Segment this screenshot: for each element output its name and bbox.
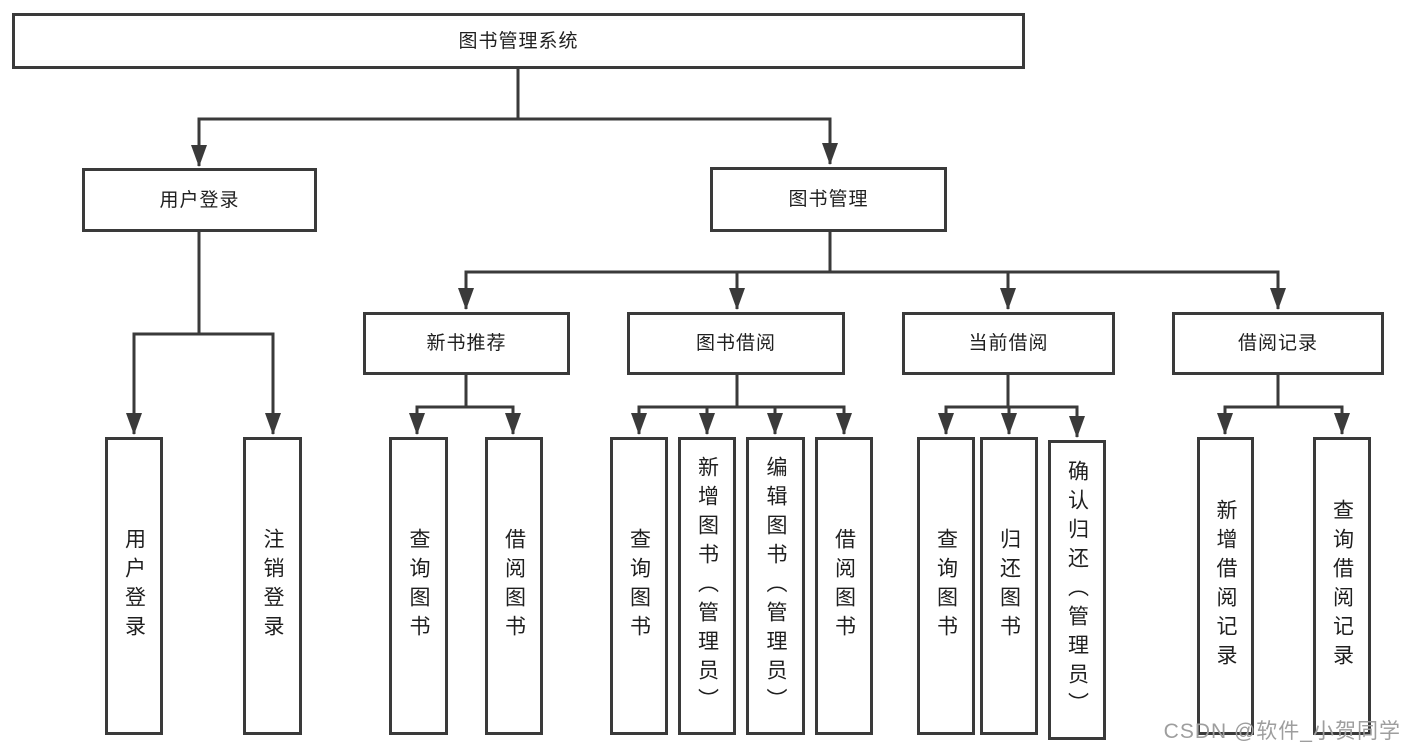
node-label: 当前借阅 <box>968 333 1049 354</box>
leaf-borrow-books-2: 借阅图书 <box>815 437 873 735</box>
leaf-query-books-1: 查询图书 <box>389 437 448 735</box>
node-label: 借阅图书 <box>832 528 856 644</box>
node-label: 查询图书 <box>407 528 430 644</box>
node-label: 图书管理系统 <box>458 30 579 52</box>
leaf-logout: 注销登录 <box>243 437 302 735</box>
node-label: 借阅记录 <box>1237 333 1318 354</box>
leaf-query-books-3: 查询图书 <box>917 437 975 735</box>
node-current-borrow: 当前借阅 <box>902 312 1115 375</box>
node-label: 图书管理 <box>788 189 869 210</box>
node-label: 新增借阅记录 <box>1214 499 1237 673</box>
leaf-confirm-return-admin: 确认归还（管理员） <box>1048 440 1106 740</box>
node-label: 归还图书 <box>997 528 1021 644</box>
node-label: 注销登录 <box>261 528 284 644</box>
leaf-query-borrow-record: 查询借阅记录 <box>1313 437 1371 735</box>
node-user-login: 用户登录 <box>82 168 317 232</box>
node-label: 编辑图书（管理员） <box>764 455 787 717</box>
node-book-management: 图书管理 <box>710 167 947 232</box>
leaf-return-books: 归还图书 <box>980 437 1038 735</box>
node-label: 查询借阅记录 <box>1330 499 1354 673</box>
leaf-user-login: 用户登录 <box>105 437 163 735</box>
leaf-add-books-admin: 新增图书（管理员） <box>678 437 736 735</box>
leaf-borrow-books-1: 借阅图书 <box>485 437 543 735</box>
node-label: 确认归还（管理员） <box>1065 459 1089 721</box>
node-label: 借阅图书 <box>502 528 526 644</box>
leaf-query-books-2: 查询图书 <box>610 437 668 735</box>
leaf-add-borrow-record: 新增借阅记录 <box>1197 437 1254 735</box>
node-new-book-recommend: 新书推荐 <box>363 312 570 375</box>
node-label: 查询图书 <box>627 528 651 644</box>
node-library-management-system: 图书管理系统 <box>12 13 1025 69</box>
node-book-borrow: 图书借阅 <box>627 312 845 375</box>
node-label: 图书借阅 <box>695 333 776 354</box>
node-label: 新增图书（管理员） <box>695 455 719 717</box>
node-label: 新书推荐 <box>426 333 507 354</box>
node-label: 查询图书 <box>934 528 958 644</box>
node-borrow-records: 借阅记录 <box>1172 312 1384 375</box>
csdn-watermark: CSDN @软件_小贺同学 <box>1163 720 1401 743</box>
leaf-edit-books-admin: 编辑图书（管理员） <box>746 437 805 735</box>
node-label: 用户登录 <box>159 189 240 211</box>
node-label: 用户登录 <box>122 528 146 644</box>
